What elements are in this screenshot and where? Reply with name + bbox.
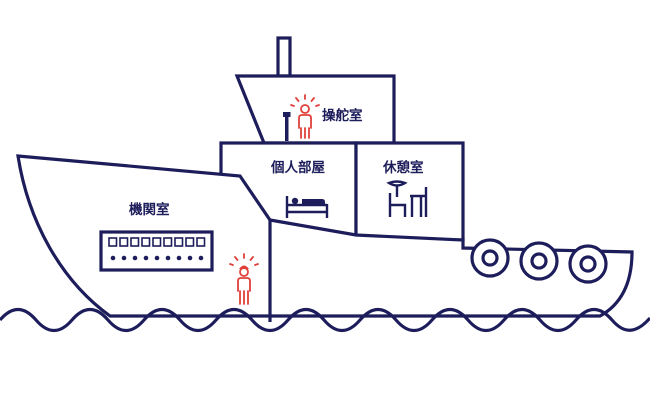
control-panel-icon bbox=[99, 230, 214, 272]
bed-icon bbox=[285, 196, 329, 218]
private-room-label: 個人部屋 bbox=[270, 159, 325, 176]
person-alert-icon bbox=[229, 253, 259, 305]
mast bbox=[276, 36, 292, 78]
tire-fender-icon bbox=[470, 238, 510, 278]
lounge-label: 休憩室 bbox=[382, 159, 424, 176]
bridge-cabin bbox=[234, 74, 396, 145]
wave-icon bbox=[0, 307, 650, 333]
tire-fender-icon bbox=[568, 244, 608, 284]
steering-lever-icon bbox=[283, 112, 291, 141]
table-chairs-icon bbox=[386, 180, 428, 217]
lounge-cabin bbox=[354, 141, 465, 242]
person-alert-icon bbox=[290, 94, 320, 139]
bridge-label: 操舵室 bbox=[322, 107, 363, 124]
tire-fender-icon bbox=[519, 241, 559, 281]
engine-room-label: 機関室 bbox=[129, 201, 170, 218]
